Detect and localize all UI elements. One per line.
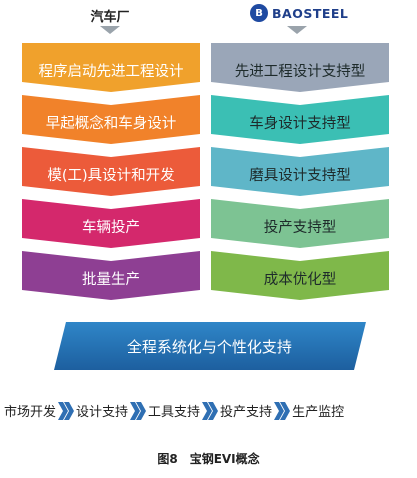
automaker-stage-label: 程序启动先进工程设计: [38, 63, 184, 80]
baosteel-stage-label: 磨具设计支持型: [249, 167, 351, 184]
full-process-support-banner: 全程系统化与个性化支持: [54, 322, 366, 370]
baosteel-stage-3: 磨具设计支持型: [211, 147, 389, 196]
process-flow: 市场开发 设计支持 工具支持 投产支持 生产监控: [4, 401, 344, 420]
right-title-pointer-icon: [287, 26, 307, 34]
automaker-stage-1: 程序启动先进工程设计: [22, 43, 200, 92]
baosteel-logo-text: BAOSTEEL: [272, 5, 349, 21]
double-chevron-right-icon: [130, 401, 147, 420]
baosteel-stage-label: 投产支持型: [263, 219, 337, 236]
baosteel-stage-5: 成本优化型: [211, 251, 389, 300]
left-column-title: 汽车厂: [90, 10, 130, 25]
automaker-stage-stack: 程序启动先进工程设计早起概念和车身设计模(工)具设计和开发车辆投产批量生产: [22, 40, 200, 300]
flow-step: 市场开发: [4, 405, 57, 420]
flow-step: 设计支持: [76, 405, 129, 420]
automaker-stage-3: 模(工)具设计和开发: [22, 147, 200, 196]
automaker-stage-label: 模(工)具设计和开发: [47, 167, 175, 184]
automaker-stage-label: 车辆投产: [82, 219, 140, 236]
flow-step: 投产支持: [220, 405, 273, 420]
baosteel-stage-label: 车身设计支持型: [249, 115, 351, 132]
automaker-stage-label: 早起概念和车身设计: [45, 115, 177, 132]
baosteel-support-stack: 先进工程设计支持型车身设计支持型磨具设计支持型投产支持型成本优化型: [211, 40, 389, 300]
figure-caption: 图8 宝钢EVI概念: [157, 452, 260, 466]
baosteel-stage-4: 投产支持型: [211, 199, 389, 248]
automaker-stage-label: 批量生产: [82, 271, 140, 288]
double-chevron-right-icon: [274, 401, 291, 420]
automaker-stage-4: 车辆投产: [22, 199, 200, 248]
baosteel-stage-label: 先进工程设计支持型: [234, 63, 366, 80]
automaker-stage-5: 批量生产: [22, 251, 200, 300]
flow-step: 生产监控: [292, 405, 345, 420]
double-chevron-right-icon: [202, 401, 219, 420]
double-chevron-right-icon: [58, 401, 75, 420]
baosteel-logo: B BAOSTEEL: [250, 4, 348, 22]
banner-label: 全程系统化与个性化支持: [127, 337, 293, 356]
flow-step: 工具支持: [148, 405, 201, 420]
baosteel-stage-2: 车身设计支持型: [211, 95, 389, 144]
baosteel-stage-label: 成本优化型: [263, 271, 337, 288]
left-title-pointer-icon: [100, 26, 120, 34]
baosteel-stage-1: 先进工程设计支持型: [211, 43, 389, 92]
baosteel-badge-icon: B: [250, 4, 268, 22]
automaker-stage-2: 早起概念和车身设计: [22, 95, 200, 144]
